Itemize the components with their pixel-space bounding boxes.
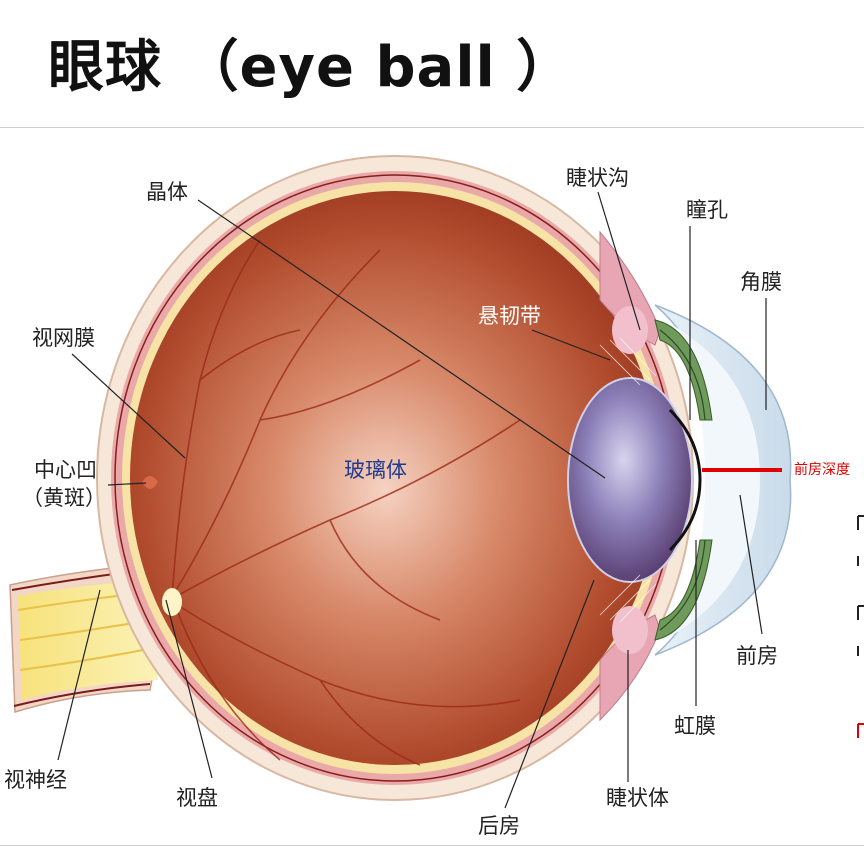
footer-divider bbox=[0, 845, 864, 846]
label-vitreous: 玻璃体 bbox=[344, 458, 407, 482]
iris-shape bbox=[654, 319, 713, 421]
label-retina: 视网膜 bbox=[32, 326, 95, 350]
cropped-text-fragment bbox=[857, 605, 864, 620]
label-anterior-chamber-depth: 前房深度 bbox=[794, 462, 850, 478]
cropped-text-fragment bbox=[857, 556, 859, 566]
label-lens: 晶体 bbox=[146, 180, 188, 204]
label-optic-nerve: 视神经 bbox=[4, 768, 67, 792]
label-fovea-line2: （黄斑） bbox=[22, 486, 106, 510]
label-fovea-line1: 中心凹 bbox=[34, 458, 97, 482]
label-iris: 虹膜 bbox=[674, 714, 716, 738]
label-zonule: 悬韧带 bbox=[478, 304, 541, 328]
label-optic-disc: 视盘 bbox=[176, 786, 218, 810]
cropped-text-fragment bbox=[857, 515, 864, 530]
label-cornea: 角膜 bbox=[740, 270, 782, 294]
vitreous-shape bbox=[130, 191, 660, 765]
page-title: 眼球 （eye ball ） bbox=[48, 35, 574, 100]
cropped-text-fragment bbox=[857, 723, 864, 738]
retinal-vessels bbox=[169, 239, 521, 766]
lens-shape bbox=[567, 377, 693, 583]
header-divider bbox=[0, 127, 864, 128]
label-anterior-chamber: 前房 bbox=[736, 644, 778, 668]
label-ciliary-body: 睫状体 bbox=[606, 786, 669, 810]
label-posterior-chamber: 后房 bbox=[478, 814, 520, 838]
label-pupil: 瞳孔 bbox=[686, 198, 728, 222]
cropped-text-fragment bbox=[857, 646, 859, 656]
label-ciliary-sulcus: 睫状沟 bbox=[566, 166, 629, 190]
